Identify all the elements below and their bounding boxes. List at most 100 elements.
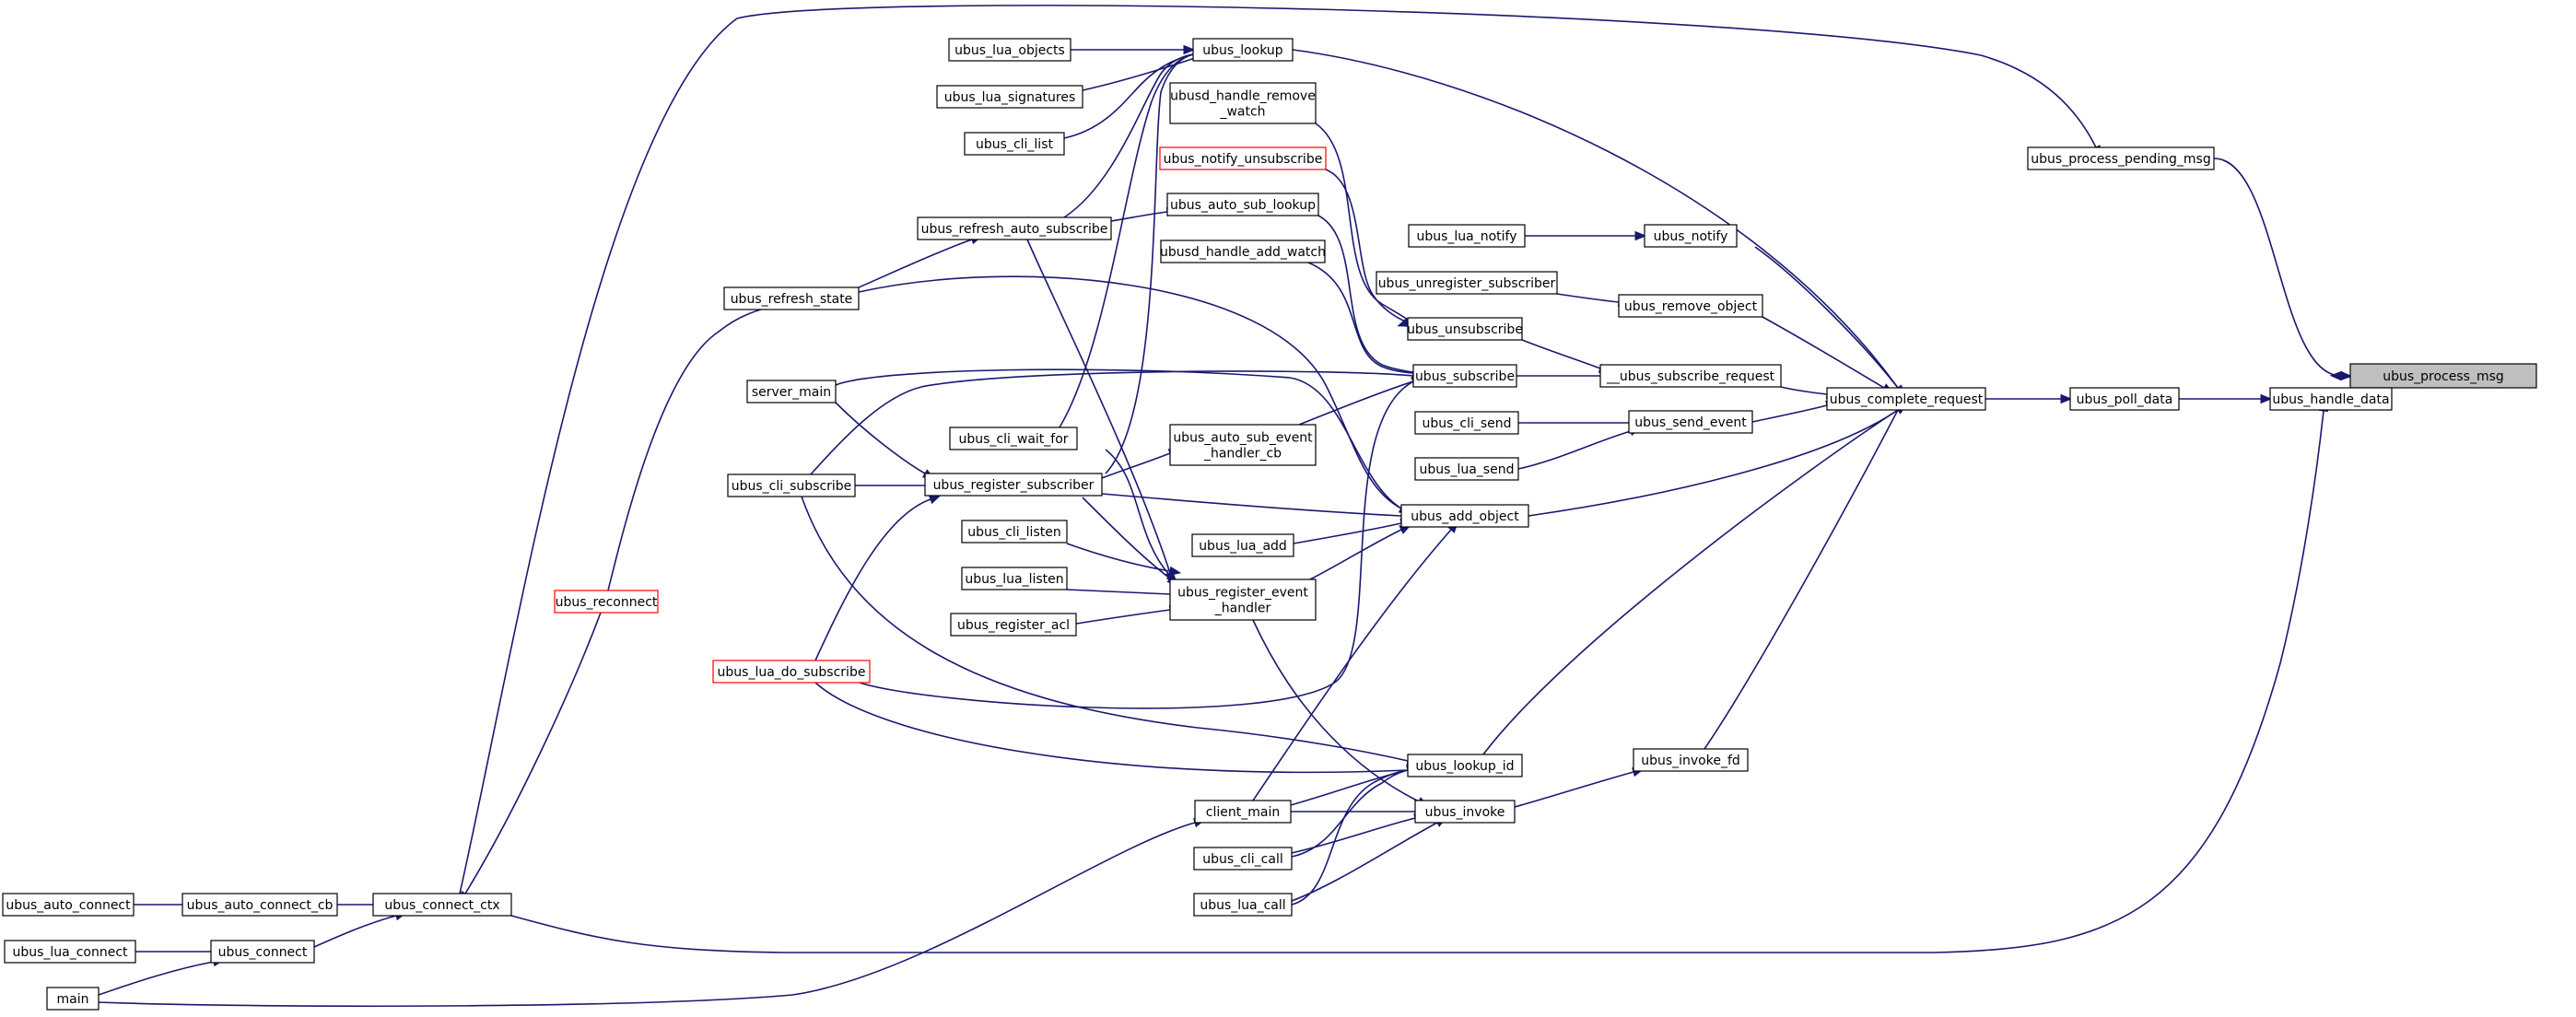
node-ubus_auto_sub_lookup[interactable]: ubus_auto_sub_lookup [1166, 193, 1319, 216]
node-ubus_add_object[interactable]: ubus_add_object [1400, 504, 1529, 528]
node-label: ubus_refresh_state [731, 292, 853, 307]
node-ubus_auto_connect_cb[interactable]: ubus_auto_connect_cb [181, 893, 338, 917]
node-ubus_invoke_fd[interactable]: ubus_invoke_fd [1633, 748, 1749, 772]
node-ubusd_handle_remove_watch[interactable]: ubusd_handle_remove_watch [1169, 82, 1317, 124]
node-ubusd_handle_add_watch[interactable]: ubusd_handle_add_watch [1160, 240, 1326, 263]
node-ubus_register_event_handler[interactable]: ubus_register_event_handler [1169, 579, 1317, 621]
edge-line [313, 915, 397, 948]
edge-ubus_lua_do_subscribe-to-ubus_lookup_id [814, 682, 1420, 776]
node-box [210, 940, 315, 964]
node-label: ubus_lua_add [1199, 539, 1287, 554]
edge-line [1026, 239, 1171, 574]
node-label: ubus_lua_objects [954, 43, 1065, 58]
node-label: ubus_lua_connect [12, 945, 128, 960]
node-ubus_invoke[interactable]: ubus_invoke [1414, 800, 1516, 824]
node-ubus_lua_objects[interactable]: ubus_lua_objects [948, 38, 1071, 62]
node-main[interactable]: main [46, 987, 100, 1011]
node-ubus_register_acl[interactable]: ubus_register_acl [950, 613, 1077, 637]
node-label: ubus_lua_do_subscribe [718, 665, 866, 680]
node-ubus_process_pending_msg[interactable]: ubus_process_pending_msg [2027, 146, 2215, 170]
node-ubus_process_msg[interactable]: ubus_process_msg [2349, 363, 2537, 389]
node-ubus_subscribe[interactable]: ubus_subscribe [1412, 364, 1517, 388]
edge-line [1105, 53, 1199, 474]
edge-line [1514, 771, 1634, 808]
node-ubus_lua_add[interactable]: ubus_lua_add [1191, 533, 1294, 557]
edge-line [1059, 53, 1199, 428]
node-box [949, 427, 1078, 450]
arrowhead [1634, 230, 1647, 241]
node-ubus_cli_subscribe[interactable]: ubus_cli_subscribe [727, 473, 856, 497]
node-ubus_refresh_state[interactable]: ubus_refresh_state [723, 286, 860, 310]
node-__ubus_subscribe_request[interactable]: __ubus_subscribe_request [1599, 364, 1782, 388]
edge-line [1317, 215, 1414, 373]
node-ubus_auto_connect[interactable]: ubus_auto_connect [2, 893, 135, 917]
node-ubus_cli_list[interactable]: ubus_cli_list [964, 132, 1065, 156]
edge-line [510, 410, 2324, 953]
node-ubus_lua_call[interactable]: ubus_lua_call [1193, 893, 1293, 917]
node-box [1414, 457, 1519, 481]
node-label: ubus_auto_sub_lookup [1170, 198, 1316, 213]
node-label: ubus_auto_connect [6, 898, 131, 913]
edge-line [856, 380, 1414, 709]
edge-line [607, 303, 784, 591]
node-box [46, 987, 100, 1011]
node-ubus_poll_data[interactable]: ubus_poll_data [2069, 387, 2180, 411]
node-ubus_notify_unsubscribe[interactable]: ubus_notify_unsubscribe [1159, 146, 1327, 170]
node-ubus_lua_do_subscribe[interactable]: ubus_lua_do_subscribe [712, 660, 871, 684]
node-ubus_register_subscriber[interactable]: ubus_register_subscriber [924, 473, 1103, 497]
node-ubus_connect_ctx[interactable]: ubus_connect_ctx [372, 893, 512, 917]
edge-line [1291, 817, 1416, 854]
node-ubus_cli_wait_for[interactable]: ubus_cli_wait_for [949, 427, 1078, 450]
node-ubus_cli_call[interactable]: ubus_cli_call [1193, 847, 1293, 871]
arrowhead [2060, 393, 2073, 404]
node-ubus_cli_send[interactable]: ubus_cli_send [1414, 411, 1519, 435]
node-ubus_refresh_auto_subscribe[interactable]: ubus_refresh_auto_subscribe [917, 216, 1112, 240]
node-ubus_lua_signatures[interactable]: ubus_lua_signatures [936, 85, 1083, 109]
edge-ubus_unsubscribe-to-__ubus_subscribe_request [1521, 339, 1611, 373]
node-ubus_lua_connect[interactable]: ubus_lua_connect [4, 940, 136, 964]
node-ubus_lua_listen[interactable]: ubus_lua_listen [961, 567, 1068, 590]
node-server_main[interactable]: server_main [746, 380, 837, 403]
edge-line [1291, 769, 1409, 906]
node-ubus_notify[interactable]: ubus_notify [1644, 224, 1738, 248]
edge-line [1291, 769, 1409, 858]
node-box [2069, 387, 2180, 411]
node-client_main[interactable]: client_main [1194, 800, 1292, 824]
node-ubus_cli_listen[interactable]: ubus_cli_listen [961, 520, 1068, 544]
node-box [1826, 387, 1986, 411]
node-ubus_auto_sub_event_handler_cb[interactable]: ubus_auto_sub_event_handler_cb [1169, 424, 1317, 466]
node-ubus_complete_request[interactable]: ubus_complete_request [1826, 387, 1986, 411]
edge-line [98, 961, 215, 996]
edge-line [1252, 529, 1452, 801]
node-label: ubus_cli_send [1422, 416, 1511, 431]
edge-ubus_connect-to-ubus_connect_ctx [313, 911, 407, 948]
node-label: ubus_auto_connect_cb [187, 898, 334, 913]
node-ubus_reconnect[interactable]: ubus_reconnect [554, 590, 659, 614]
node-ubus_lookup_id[interactable]: ubus_lookup_id [1407, 754, 1523, 777]
edge-ubus_lookup-to-ubus_complete_request [1292, 49, 1905, 397]
node-ubus_unregister_subscriber[interactable]: ubus_unregister_subscriber [1376, 271, 1558, 295]
node-ubus_lua_notify[interactable]: ubus_lua_notify [1408, 224, 1526, 248]
edge-ubusd_handle_remove_watch-to-ubus_unsubscribe [1315, 123, 1411, 327]
node-ubus_send_event[interactable]: ubus_send_event [1628, 410, 1753, 434]
node-ubus_remove_object[interactable]: ubus_remove_object [1618, 294, 1763, 318]
node-label: ubus_register_event [1177, 586, 1308, 601]
arrowhead [2340, 370, 2353, 381]
node-ubus_lookup[interactable]: ubus_lookup [1192, 38, 1294, 62]
node-label: ubus_unsubscribe [1407, 322, 1523, 337]
node-ubus_unsubscribe[interactable]: ubus_unsubscribe [1407, 317, 1523, 341]
edge-ubus_reconnect-to-ubus_connect_ctx [459, 612, 602, 904]
edge-ubus_cli_call-to-ubus_invoke [1291, 813, 1426, 854]
node-label: ubus_unregister_subscriber [1378, 276, 1556, 291]
node-box [961, 567, 1068, 590]
edge-line [1075, 609, 1171, 625]
node-box [1159, 146, 1327, 170]
node-ubus_handle_data[interactable]: ubus_handle_data [2269, 387, 2393, 411]
node-ubus_lua_send[interactable]: ubus_lua_send [1414, 457, 1519, 481]
node-box [1400, 504, 1529, 528]
node-label: ubus_lua_call [1200, 898, 1285, 913]
node-ubus_connect[interactable]: ubus_connect [210, 940, 315, 964]
edge-line [1556, 293, 1620, 303]
edge-ubus_refresh_state-to-ubus_refresh_auto_subscribe [858, 235, 983, 288]
node-box [1633, 748, 1749, 772]
